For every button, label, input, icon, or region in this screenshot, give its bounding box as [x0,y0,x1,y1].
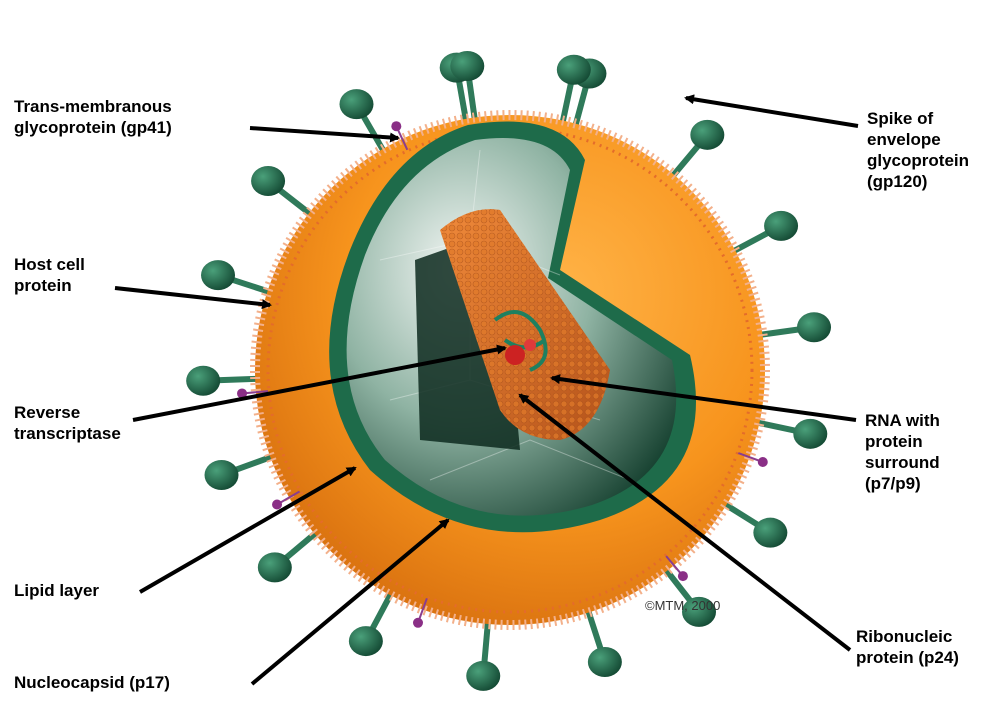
spike-knob [753,518,787,548]
host-protein-head [413,618,423,628]
spike-knob [690,120,724,150]
label-ribonucleic-protein: Ribonucleic protein (p24) [856,626,959,668]
spike-knob [450,51,484,81]
host-protein-head [678,571,688,581]
label-host-cell-protein: Host cell protein [14,254,85,296]
spike-knob [797,312,831,342]
spike-knob [793,419,827,449]
arrow-host [115,288,270,305]
label-gp120: Spike of envelope glycoprotein (gp120) [867,108,969,192]
spike-knob [764,211,798,241]
spike-knob [557,55,591,85]
spike-knob [186,366,220,396]
spike-knob [205,460,239,490]
spike-knob [340,89,374,119]
copyright-credit: ©MTM, 2000 [645,598,720,613]
label-lipid-layer: Lipid layer [14,580,99,601]
spike-knob [466,661,500,691]
reverse-transcriptase [505,345,525,365]
host-protein-head [758,457,768,467]
host-protein-head [391,121,401,131]
host-protein-head [272,500,282,510]
spike-knob [201,260,235,290]
spike-knob [251,166,285,196]
label-nucleocapsid: Nucleocapsid (p17) [14,672,170,693]
spike-knob [258,552,292,582]
spike-knob [588,647,622,677]
label-reverse-transcriptase: Reverse transcriptase [14,402,121,444]
label-rna: RNA with protein surround (p7/p9) [865,410,940,494]
spike-knob [349,626,383,656]
label-gp41: Trans-membranous glycoprotein (gp41) [14,96,172,138]
